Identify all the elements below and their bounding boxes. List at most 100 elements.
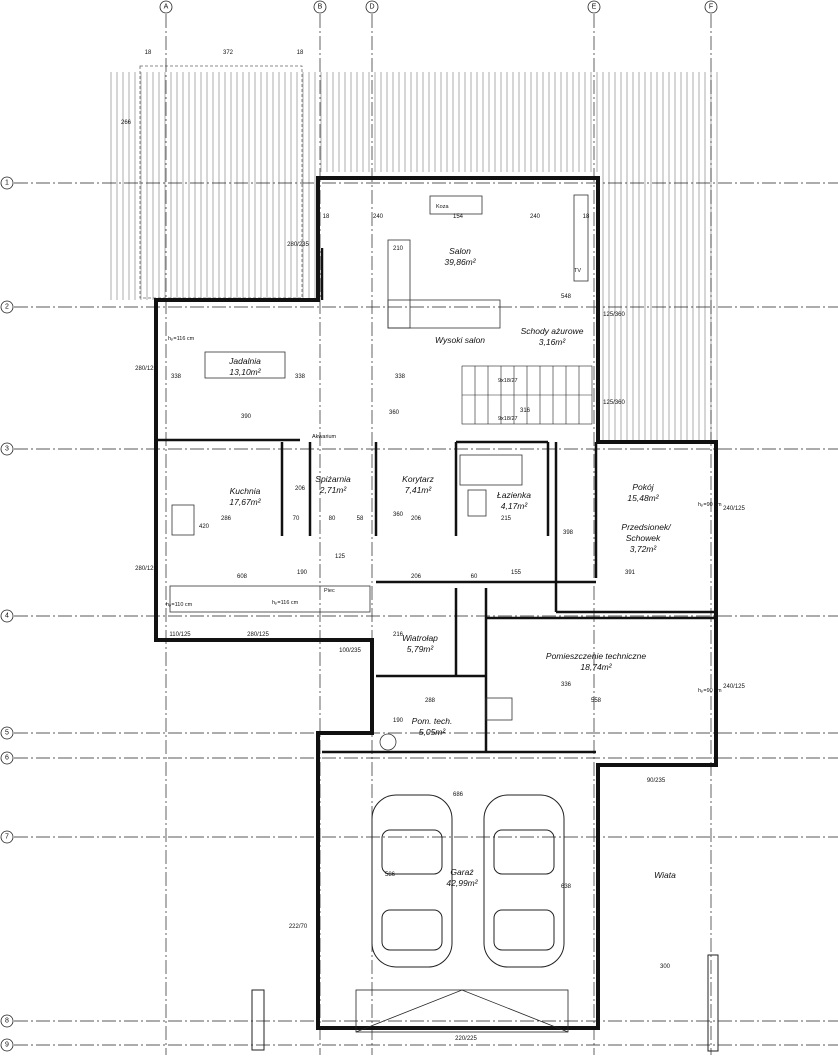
- dim-586: 586: [385, 872, 396, 878]
- fireplace: [429, 195, 483, 215]
- room-spizarnia-area: 2,71m²: [319, 485, 348, 495]
- dim-288: 288: [425, 698, 436, 704]
- room-korytarz-name: Korytarz: [402, 474, 434, 484]
- axis-label-a: A: [164, 4, 169, 11]
- room-przedsionek-name1: Przedsionek/: [621, 522, 672, 532]
- dim-w2: 280/125: [135, 366, 157, 372]
- dim-420: 420: [199, 524, 210, 530]
- axis-label-d: D: [369, 4, 374, 11]
- boiler: [379, 733, 397, 751]
- room-schody-area: 3,16m²: [539, 337, 567, 347]
- car-right: [483, 794, 565, 968]
- garage-door: [355, 989, 569, 1033]
- sofa: [387, 299, 501, 329]
- car-left: [371, 794, 453, 968]
- room-korytarz-area: 7,41m²: [405, 485, 433, 495]
- terrace-north: [108, 72, 320, 300]
- dim-266: 266: [121, 120, 132, 126]
- dim-210: 210: [393, 246, 404, 252]
- axis-bubbles-rows: [0, 176, 14, 1052]
- interior-walls: [156, 248, 716, 754]
- room-przedsionek-name2: Schowek: [626, 533, 661, 543]
- dim-206b: 206: [411, 516, 422, 522]
- room-pom-tech-area: 5,05m²: [419, 727, 447, 737]
- wiata-post-right: [707, 954, 719, 1052]
- tv-unit: [573, 194, 589, 282]
- dim-360: 360: [389, 410, 400, 416]
- dim-338a: 338: [171, 374, 182, 380]
- room-spizarnia-name: Spiżarnia: [315, 474, 351, 484]
- room-kuchnia-area: 17,67m²: [229, 497, 261, 507]
- dim-w13: 90/235: [647, 778, 666, 784]
- axis-label-2: 2: [5, 304, 9, 311]
- axis-label-7: 7: [5, 834, 9, 841]
- axis-label-4: 4: [5, 613, 9, 620]
- dim-w12: 220/225: [455, 1036, 477, 1042]
- dim-18a: 18: [145, 50, 152, 56]
- dim-558: 558: [591, 698, 602, 704]
- dim-338c: 338: [395, 374, 406, 380]
- furniture: [169, 194, 589, 751]
- wc: [467, 489, 487, 517]
- room-pokoj-name: Pokój: [632, 482, 654, 492]
- tech-sink: [485, 697, 513, 721]
- dim-398: 398: [563, 530, 574, 536]
- room-wiata-name: Wiata: [654, 870, 676, 880]
- hp-kuchnia: hₚ=110 cm: [166, 602, 193, 608]
- koza-label: Koza: [436, 204, 449, 210]
- terrace-decking: [108, 65, 720, 444]
- dim-608: 608: [237, 574, 248, 580]
- room-wysoki-salon-name: Wysoki salon: [435, 335, 485, 345]
- staircase: [461, 365, 593, 425]
- dim-215: 215: [501, 516, 512, 522]
- wiata-post-left: [251, 989, 265, 1051]
- dimensions: 372 18 18 266 240 154 240 18 18 210 548 …: [121, 50, 746, 1042]
- room-pom-techniczne-area: 18,74m²: [580, 662, 612, 672]
- dim-190: 190: [297, 570, 308, 576]
- dim-w11: 280/125: [247, 632, 269, 638]
- room-jadalnia-name: Jadalnia: [228, 356, 261, 366]
- axis-bubbles-columns: [159, 0, 718, 14]
- axis-label-b: B: [318, 4, 323, 11]
- dim-w4: 240/125: [723, 506, 745, 512]
- dim-155: 155: [511, 570, 522, 576]
- dim-240b: 240: [530, 214, 541, 220]
- dim-286: 286: [221, 516, 232, 522]
- axis-label-8: 8: [5, 1018, 9, 1025]
- dim-80: 80: [329, 516, 336, 522]
- axis-label-9: 9: [5, 1042, 9, 1049]
- dim-206c: 206: [411, 574, 422, 580]
- stairs-lower-label: 9x18/27: [498, 416, 518, 422]
- dim-316: 316: [520, 408, 531, 414]
- axis-label-f: F: [709, 4, 713, 11]
- dim-638: 638: [561, 884, 572, 890]
- sofa-arm: [387, 239, 411, 329]
- dim-70: 70: [293, 516, 300, 522]
- room-garaz-area: 42,99m²: [446, 878, 478, 888]
- room-pom-tech-name: Pom. tech.: [412, 716, 453, 726]
- room-pokoj-area: 15,48m²: [627, 493, 659, 503]
- dim-338b: 338: [295, 374, 306, 380]
- terrace-north-center: [320, 72, 602, 172]
- dim-58: 58: [357, 516, 364, 522]
- dim-300: 300: [660, 964, 671, 970]
- kitchen-counter: [169, 585, 371, 613]
- room-garaz-name: Garaż: [450, 867, 474, 877]
- dining-table: [204, 351, 286, 379]
- dim-240a: 240: [373, 214, 384, 220]
- room-pom-techniczne-name: Pomieszczenie techniczne: [546, 651, 646, 661]
- dim-686: 686: [453, 792, 464, 798]
- hp-pokoj: hₚ=90 cm: [698, 502, 722, 508]
- dim-18b: 18: [297, 50, 304, 56]
- shower: [459, 454, 523, 486]
- dim-391: 391: [625, 570, 636, 576]
- dim-18d: 18: [583, 214, 590, 220]
- dim-190b: 190: [393, 718, 404, 724]
- terrace-east: [602, 72, 720, 444]
- hp-kuchnia2: hₚ=116 cm: [272, 600, 299, 606]
- hp-jadalnia: hₚ=116 cm: [168, 336, 195, 342]
- dim-18c: 18: [323, 214, 330, 220]
- dim-60: 60: [471, 574, 478, 580]
- room-wiatrolap-name: Wiatrołap: [402, 633, 438, 643]
